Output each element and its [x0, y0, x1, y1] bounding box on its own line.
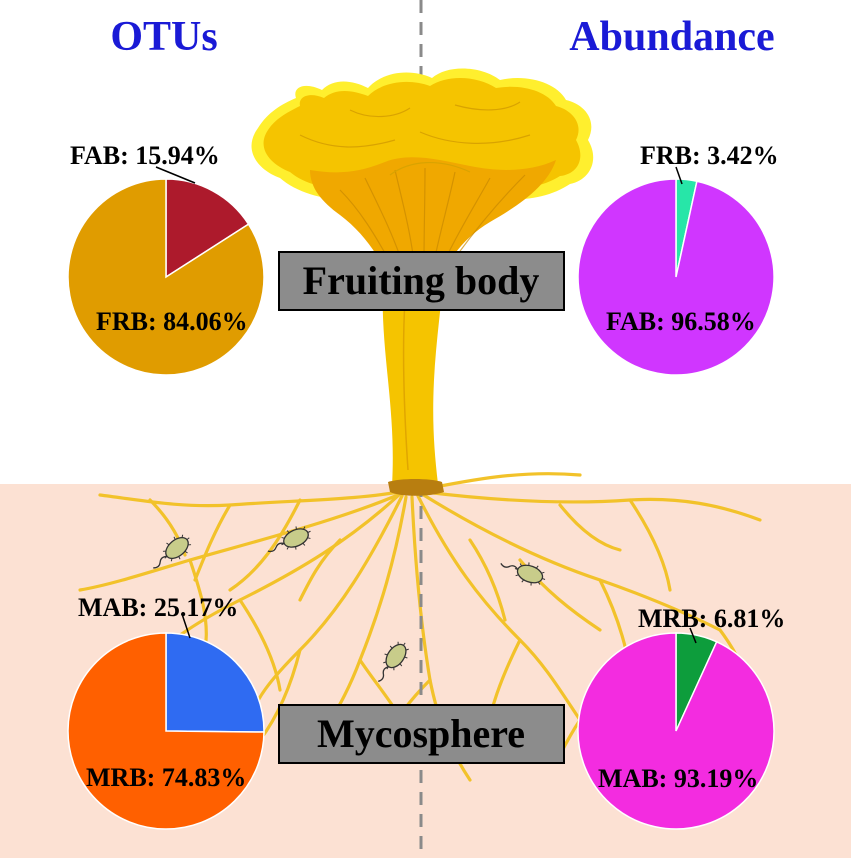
hyphae-network: [78, 472, 762, 782]
mushroom-gills: [310, 157, 556, 270]
bacterium-icon: [378, 641, 409, 683]
otus-header: OTUs: [110, 14, 217, 60]
mushroom-illustration: [251, 68, 594, 496]
slice-label-fab-abundance: FAB: 96.58%: [606, 307, 756, 336]
slice-label-fab-otus: FAB: 15.94%: [70, 141, 220, 170]
pie-slice-fab: [577, 178, 775, 376]
leader-line-fab-otus: [155, 166, 196, 184]
slice-label-frb-otus: FRB: 84.06%: [96, 307, 248, 336]
slice-label-mab-abundance: MAB: 93.19%: [598, 764, 758, 793]
slice-label-mrb-otus: MRB: 74.83%: [86, 763, 246, 792]
pie-chart-mycosphere-otus: [67, 632, 265, 830]
pie-labels: FAB: 15.94% FRB: 84.06% FRB: 3.42% FAB: …: [70, 141, 785, 793]
fruiting-body-label: Fruiting body: [303, 258, 540, 303]
bacterium-icon: [500, 562, 546, 586]
abundance-header: Abundance: [569, 14, 774, 60]
bacterium-icon: [267, 526, 311, 553]
cap-wrinkles: [299, 101, 531, 176]
slice-label-frb-abundance: FRB: 3.42%: [640, 141, 779, 170]
pie-slice-fab: [165, 178, 250, 279]
mycosphere-label: Mycosphere: [317, 711, 525, 756]
pie-slice-mab: [577, 632, 775, 830]
leader-line-mrb-abundance: [689, 627, 697, 644]
bacteria-group: [153, 526, 546, 683]
pie-chart-fruiting-body-abundance: [577, 178, 775, 376]
pie-chart-fruiting-body-otus: [67, 178, 265, 376]
mushroom-stem-base: [388, 479, 444, 496]
stem-shading: [402, 299, 409, 471]
leader-line-frb-abundance: [675, 166, 683, 185]
mycosphere-label-box: Mycosphere: [278, 704, 565, 764]
fruiting-body-label-box: Fruiting body: [278, 251, 565, 311]
leader-line-mab-otus: [181, 613, 191, 639]
pie-slice-frb: [67, 178, 265, 376]
pie-chart-mycosphere-abundance: [577, 632, 775, 830]
bacterium-icon: [153, 534, 192, 569]
slice-label-mab-otus: MAB: 25.17%: [78, 593, 238, 622]
slice-label-mrb-abundance: MRB: 6.81%: [638, 604, 785, 633]
pie-slice-mab: [165, 632, 265, 733]
pie-slice-mrb: [67, 632, 265, 830]
mushroom-stem: [382, 262, 445, 491]
